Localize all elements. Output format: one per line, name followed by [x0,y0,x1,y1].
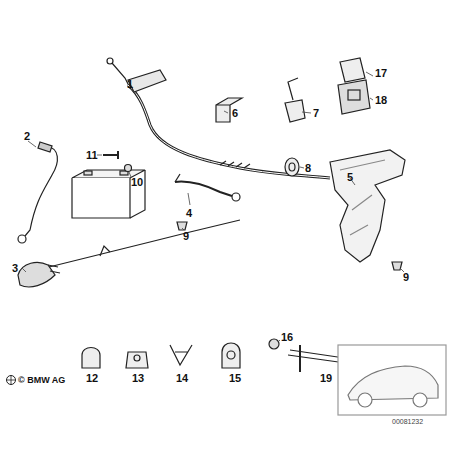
callout-number: 8 [305,163,311,174]
callout-number: 3 [12,263,18,274]
callout-number: 9 [403,272,409,283]
callout-number: 15 [229,373,241,384]
main-harness [107,58,330,201]
callout-number: 7 [313,108,319,119]
callout-number: 5 [347,172,353,183]
callout-number: 4 [186,208,192,219]
cover-panel [330,150,405,262]
callout-number: 17 [375,68,387,79]
callout-number: 11 [86,150,98,161]
drawing-number: 00081232 [392,418,423,425]
callout-number: 18 [375,95,387,106]
ground-cable [45,220,240,268]
callout-number: 12 [86,373,98,384]
battery [72,170,145,218]
callout-number: 1 [127,79,133,90]
callout-number: 13 [132,373,144,384]
callout-number: 9 [183,231,189,242]
callout-number: 2 [24,131,30,142]
callout-number: 19 [320,373,332,384]
callout-number: 6 [232,108,238,119]
callout-number: 16 [281,332,293,343]
callout-number: 14 [176,373,188,384]
copyright-note: © BMW AG [18,376,65,385]
callout-number: 10 [131,177,143,188]
battery-cable [25,146,57,236]
